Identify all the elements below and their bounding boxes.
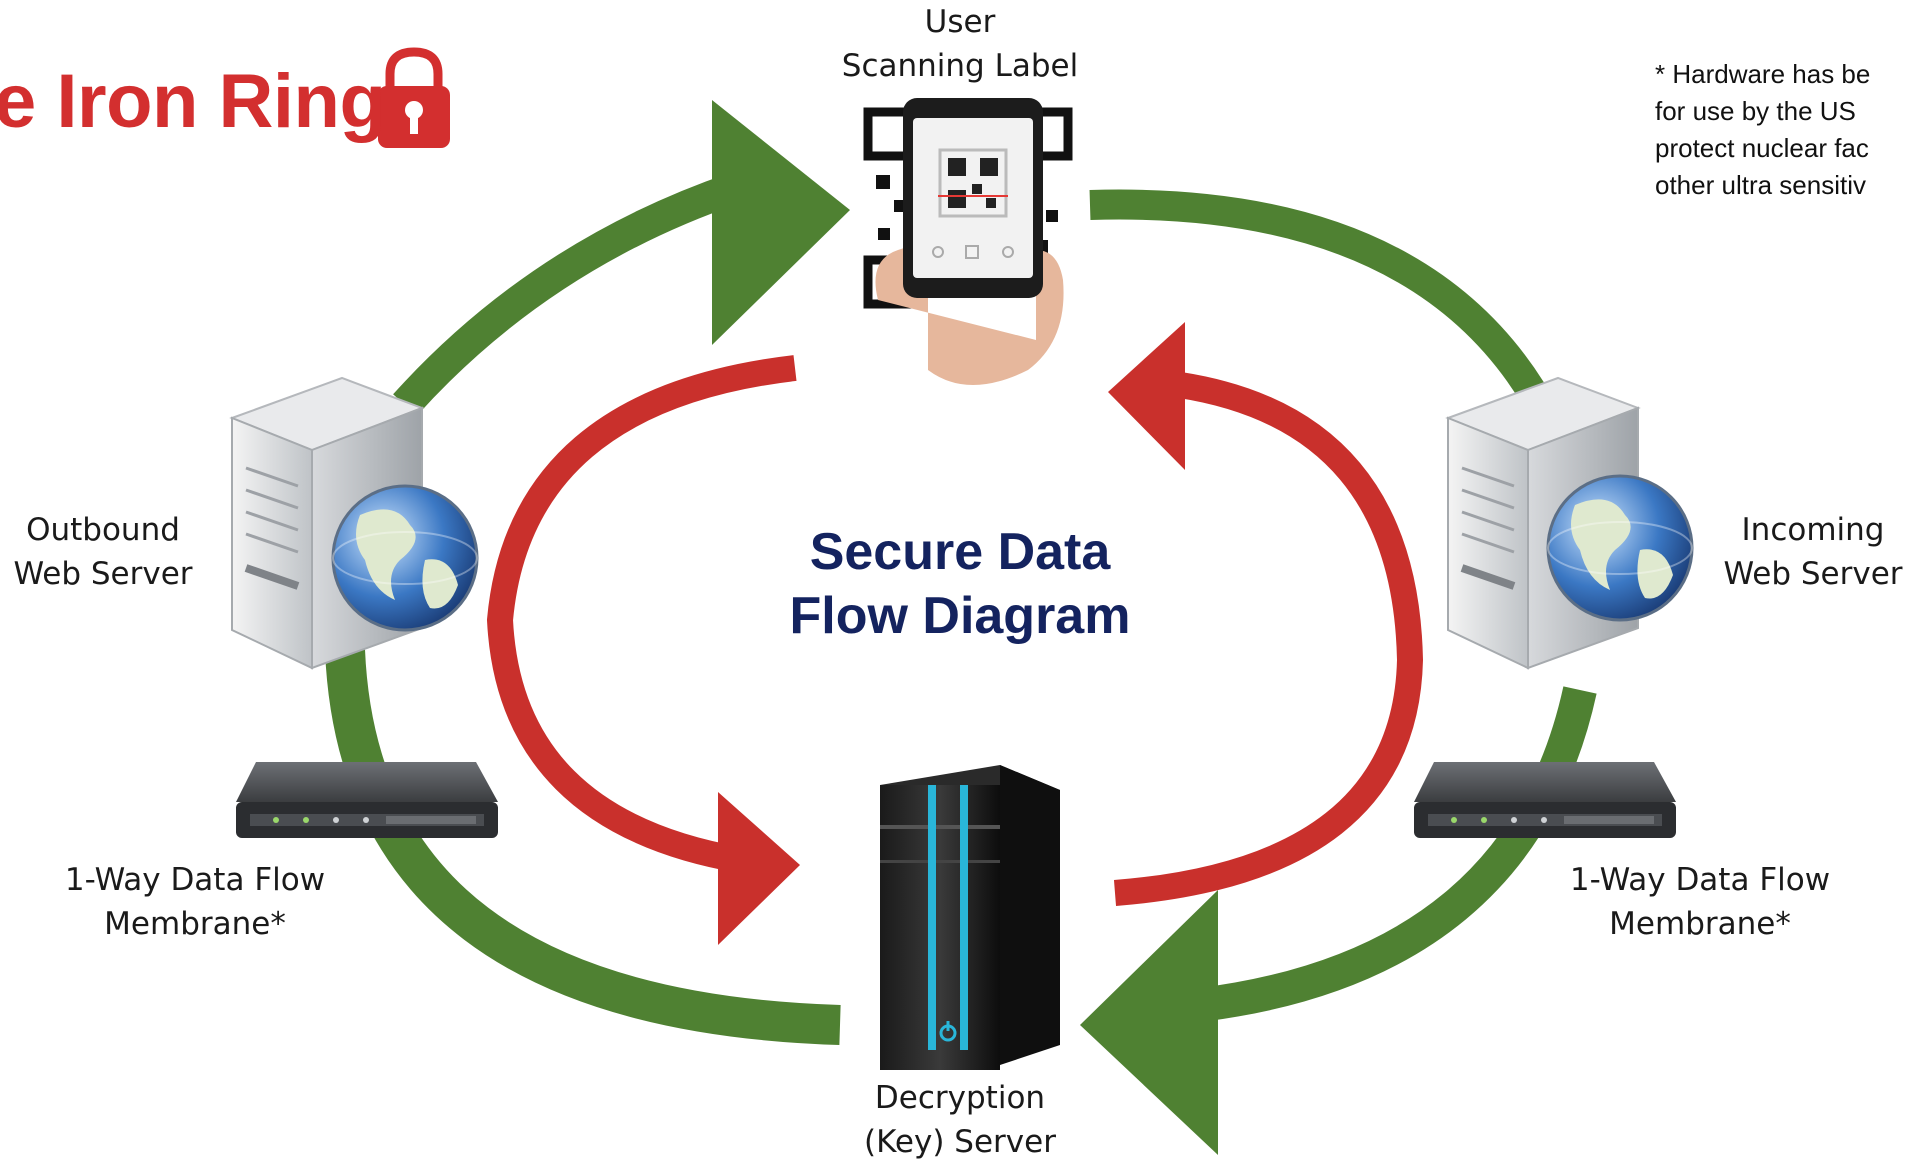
- inner-red-arrows: [486, 322, 1424, 945]
- padlock-icon: [378, 47, 450, 148]
- brand-title: e Iron Ring: [0, 59, 386, 144]
- red-arc-left: [486, 355, 797, 873]
- outer-green-arrows: [325, 100, 1597, 1155]
- outbound-server-label: Outbound Web Server: [13, 512, 193, 592]
- scanner-label: User Scanning Label: [841, 4, 1079, 84]
- incoming-server-label: Incoming Web Server: [1723, 512, 1903, 592]
- hardware-note: * Hardware has be for use by the US prot…: [1655, 59, 1871, 200]
- green-arc-top-left: [393, 172, 741, 416]
- green-arc-bottom-right: [1197, 686, 1597, 1022]
- green-arrowhead-bottom-right: [1080, 890, 1218, 1155]
- red-arrowhead-right: [1108, 322, 1185, 470]
- membrane-left-icon: [236, 762, 498, 838]
- phone-qr-scan-icon: [863, 98, 1073, 385]
- membrane-right-label: 1-Way Data Flow Membrane*: [1569, 862, 1831, 942]
- green-arc-top-right: [1089, 189, 1554, 413]
- outbound-globe-icon: [331, 484, 479, 632]
- membrane-right-icon: [1414, 762, 1676, 838]
- membrane-left-label: 1-Way Data Flow Membrane*: [64, 862, 326, 942]
- incoming-globe-icon: [1546, 474, 1694, 622]
- decryption-server-icon: [880, 765, 1060, 1070]
- decryption-server-label: Decryption (Key) Server: [864, 1080, 1056, 1160]
- green-arrowhead-top-left: [712, 100, 850, 345]
- green-arc-bottom-left: [325, 649, 841, 1045]
- diagram-title: Secure Data Flow Diagram: [789, 523, 1131, 645]
- red-arrowhead-left: [718, 792, 800, 945]
- red-arc-right: [1113, 372, 1424, 906]
